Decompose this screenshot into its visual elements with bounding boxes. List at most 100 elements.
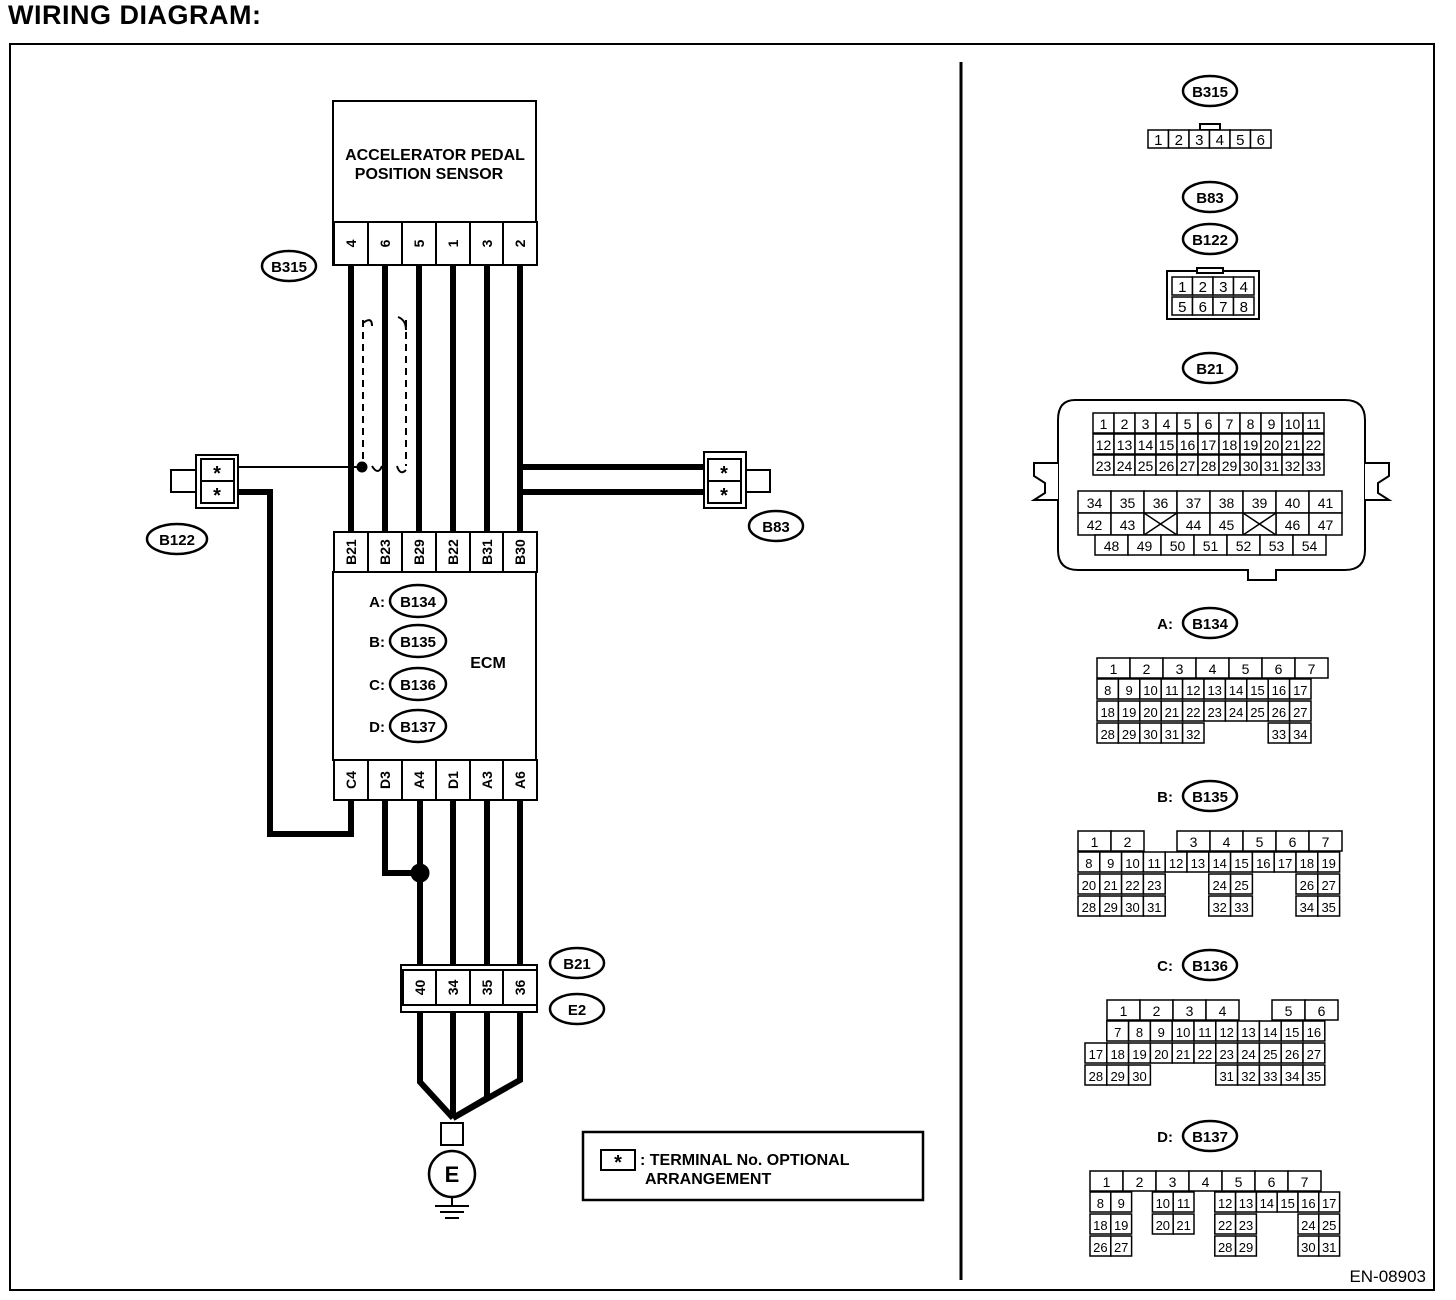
svg-text:33: 33 bbox=[1263, 1069, 1277, 1084]
ground-label: E bbox=[445, 1162, 460, 1187]
svg-text:14: 14 bbox=[1229, 683, 1243, 698]
svg-text:22: 22 bbox=[1125, 878, 1139, 893]
svg-text:25: 25 bbox=[1250, 705, 1264, 720]
svg-text:11: 11 bbox=[1177, 1196, 1191, 1211]
svg-text:9: 9 bbox=[1268, 416, 1276, 432]
ecm-top-pin-B21: B21 bbox=[333, 531, 369, 573]
svg-text:7: 7 bbox=[1226, 416, 1234, 432]
svg-text:31: 31 bbox=[1147, 900, 1161, 915]
view-label-b315: B315 bbox=[1181, 74, 1239, 108]
svg-text:B23: B23 bbox=[377, 539, 393, 565]
svg-text:20: 20 bbox=[1154, 1047, 1168, 1062]
svg-text:5: 5 bbox=[1236, 132, 1244, 149]
svg-text:48: 48 bbox=[1104, 538, 1120, 554]
svg-text:26: 26 bbox=[1159, 458, 1175, 474]
svg-text:7: 7 bbox=[1114, 1025, 1121, 1040]
svg-text:22: 22 bbox=[1306, 437, 1322, 453]
svg-text:28: 28 bbox=[1082, 900, 1096, 915]
svg-text:36: 36 bbox=[1153, 495, 1169, 511]
svg-text:41: 41 bbox=[1318, 495, 1334, 511]
svg-text:22: 22 bbox=[1218, 1218, 1232, 1233]
svg-text:5: 5 bbox=[411, 239, 427, 247]
legend-line1: : TERMINAL No. OPTIONAL bbox=[640, 1152, 850, 1169]
ecm-bottom-pin-D3: D3 bbox=[367, 759, 403, 801]
svg-text:15: 15 bbox=[1280, 1196, 1294, 1211]
svg-text:49: 49 bbox=[1137, 538, 1153, 554]
svg-text:5: 5 bbox=[1256, 834, 1264, 850]
page-title: WIRING DIAGRAM: bbox=[8, 0, 262, 30]
svg-text:20: 20 bbox=[1264, 437, 1280, 453]
svg-text:7: 7 bbox=[1322, 834, 1330, 850]
svg-text:6: 6 bbox=[1275, 661, 1283, 677]
ground-pin-34: 34 bbox=[435, 969, 471, 1006]
svg-text:12: 12 bbox=[1218, 1196, 1232, 1211]
ecm-bottom-pin-A6: A6 bbox=[502, 759, 538, 801]
legend-box: * : TERMINAL No. OPTIONAL ARRANGEMENT bbox=[581, 1130, 925, 1202]
view-label-b136: C:B136 bbox=[1157, 948, 1239, 982]
svg-text:13: 13 bbox=[1117, 437, 1133, 453]
view-label-b134: A: B134 bbox=[1157, 606, 1239, 640]
ground-symbol: E bbox=[427, 1122, 477, 1219]
svg-text:15: 15 bbox=[1250, 683, 1264, 698]
ecm-bottom-pin-A3: A3 bbox=[469, 759, 505, 801]
svg-text:B21: B21 bbox=[1196, 361, 1224, 378]
view-label-b122: B122 bbox=[1181, 222, 1239, 256]
svg-text:4: 4 bbox=[1219, 1003, 1227, 1019]
svg-text:A:: A: bbox=[1157, 616, 1173, 633]
svg-text:53: 53 bbox=[1269, 538, 1285, 554]
svg-text:14: 14 bbox=[1263, 1025, 1277, 1040]
svg-text:11: 11 bbox=[1198, 1025, 1212, 1040]
svg-text:*: * bbox=[213, 463, 221, 485]
svg-text:12: 12 bbox=[1169, 856, 1183, 871]
svg-text:C:: C: bbox=[369, 677, 385, 694]
svg-text:10: 10 bbox=[1125, 856, 1139, 871]
svg-text:32: 32 bbox=[1212, 900, 1226, 915]
svg-text:B315: B315 bbox=[1192, 84, 1228, 101]
svg-text:1: 1 bbox=[1103, 1174, 1111, 1190]
svg-text:27: 27 bbox=[1114, 1240, 1128, 1255]
svg-text:23: 23 bbox=[1207, 705, 1221, 720]
svg-text:8: 8 bbox=[1097, 1196, 1104, 1211]
svg-text:35: 35 bbox=[1307, 1069, 1321, 1084]
svg-text:D:: D: bbox=[1157, 1129, 1173, 1146]
svg-text:16: 16 bbox=[1272, 683, 1286, 698]
svg-text:B134: B134 bbox=[1192, 616, 1229, 633]
svg-text:1: 1 bbox=[1110, 661, 1118, 677]
svg-text:51: 51 bbox=[1203, 538, 1219, 554]
svg-text:25: 25 bbox=[1263, 1047, 1277, 1062]
svg-text:12: 12 bbox=[1096, 437, 1112, 453]
svg-text:21: 21 bbox=[1165, 705, 1179, 720]
svg-text:34: 34 bbox=[1293, 727, 1307, 742]
svg-text:A3: A3 bbox=[479, 771, 495, 789]
svg-text:25: 25 bbox=[1234, 878, 1248, 893]
svg-text:3: 3 bbox=[1176, 661, 1184, 677]
svg-text:*: * bbox=[213, 485, 221, 507]
sensor-label-line2: POSITION SENSOR bbox=[355, 166, 504, 183]
svg-text:46: 46 bbox=[1285, 517, 1301, 533]
svg-text:6: 6 bbox=[1199, 299, 1207, 316]
svg-text:18: 18 bbox=[1100, 705, 1114, 720]
svg-text:1: 1 bbox=[1120, 1003, 1128, 1019]
svg-text:6: 6 bbox=[1318, 1003, 1326, 1019]
svg-text:3: 3 bbox=[479, 239, 495, 247]
svg-text:B137: B137 bbox=[1192, 1129, 1228, 1146]
svg-text:3: 3 bbox=[1186, 1003, 1194, 1019]
svg-text:40: 40 bbox=[412, 980, 428, 996]
svg-text:B22: B22 bbox=[445, 539, 461, 565]
svg-text:17: 17 bbox=[1278, 856, 1292, 871]
